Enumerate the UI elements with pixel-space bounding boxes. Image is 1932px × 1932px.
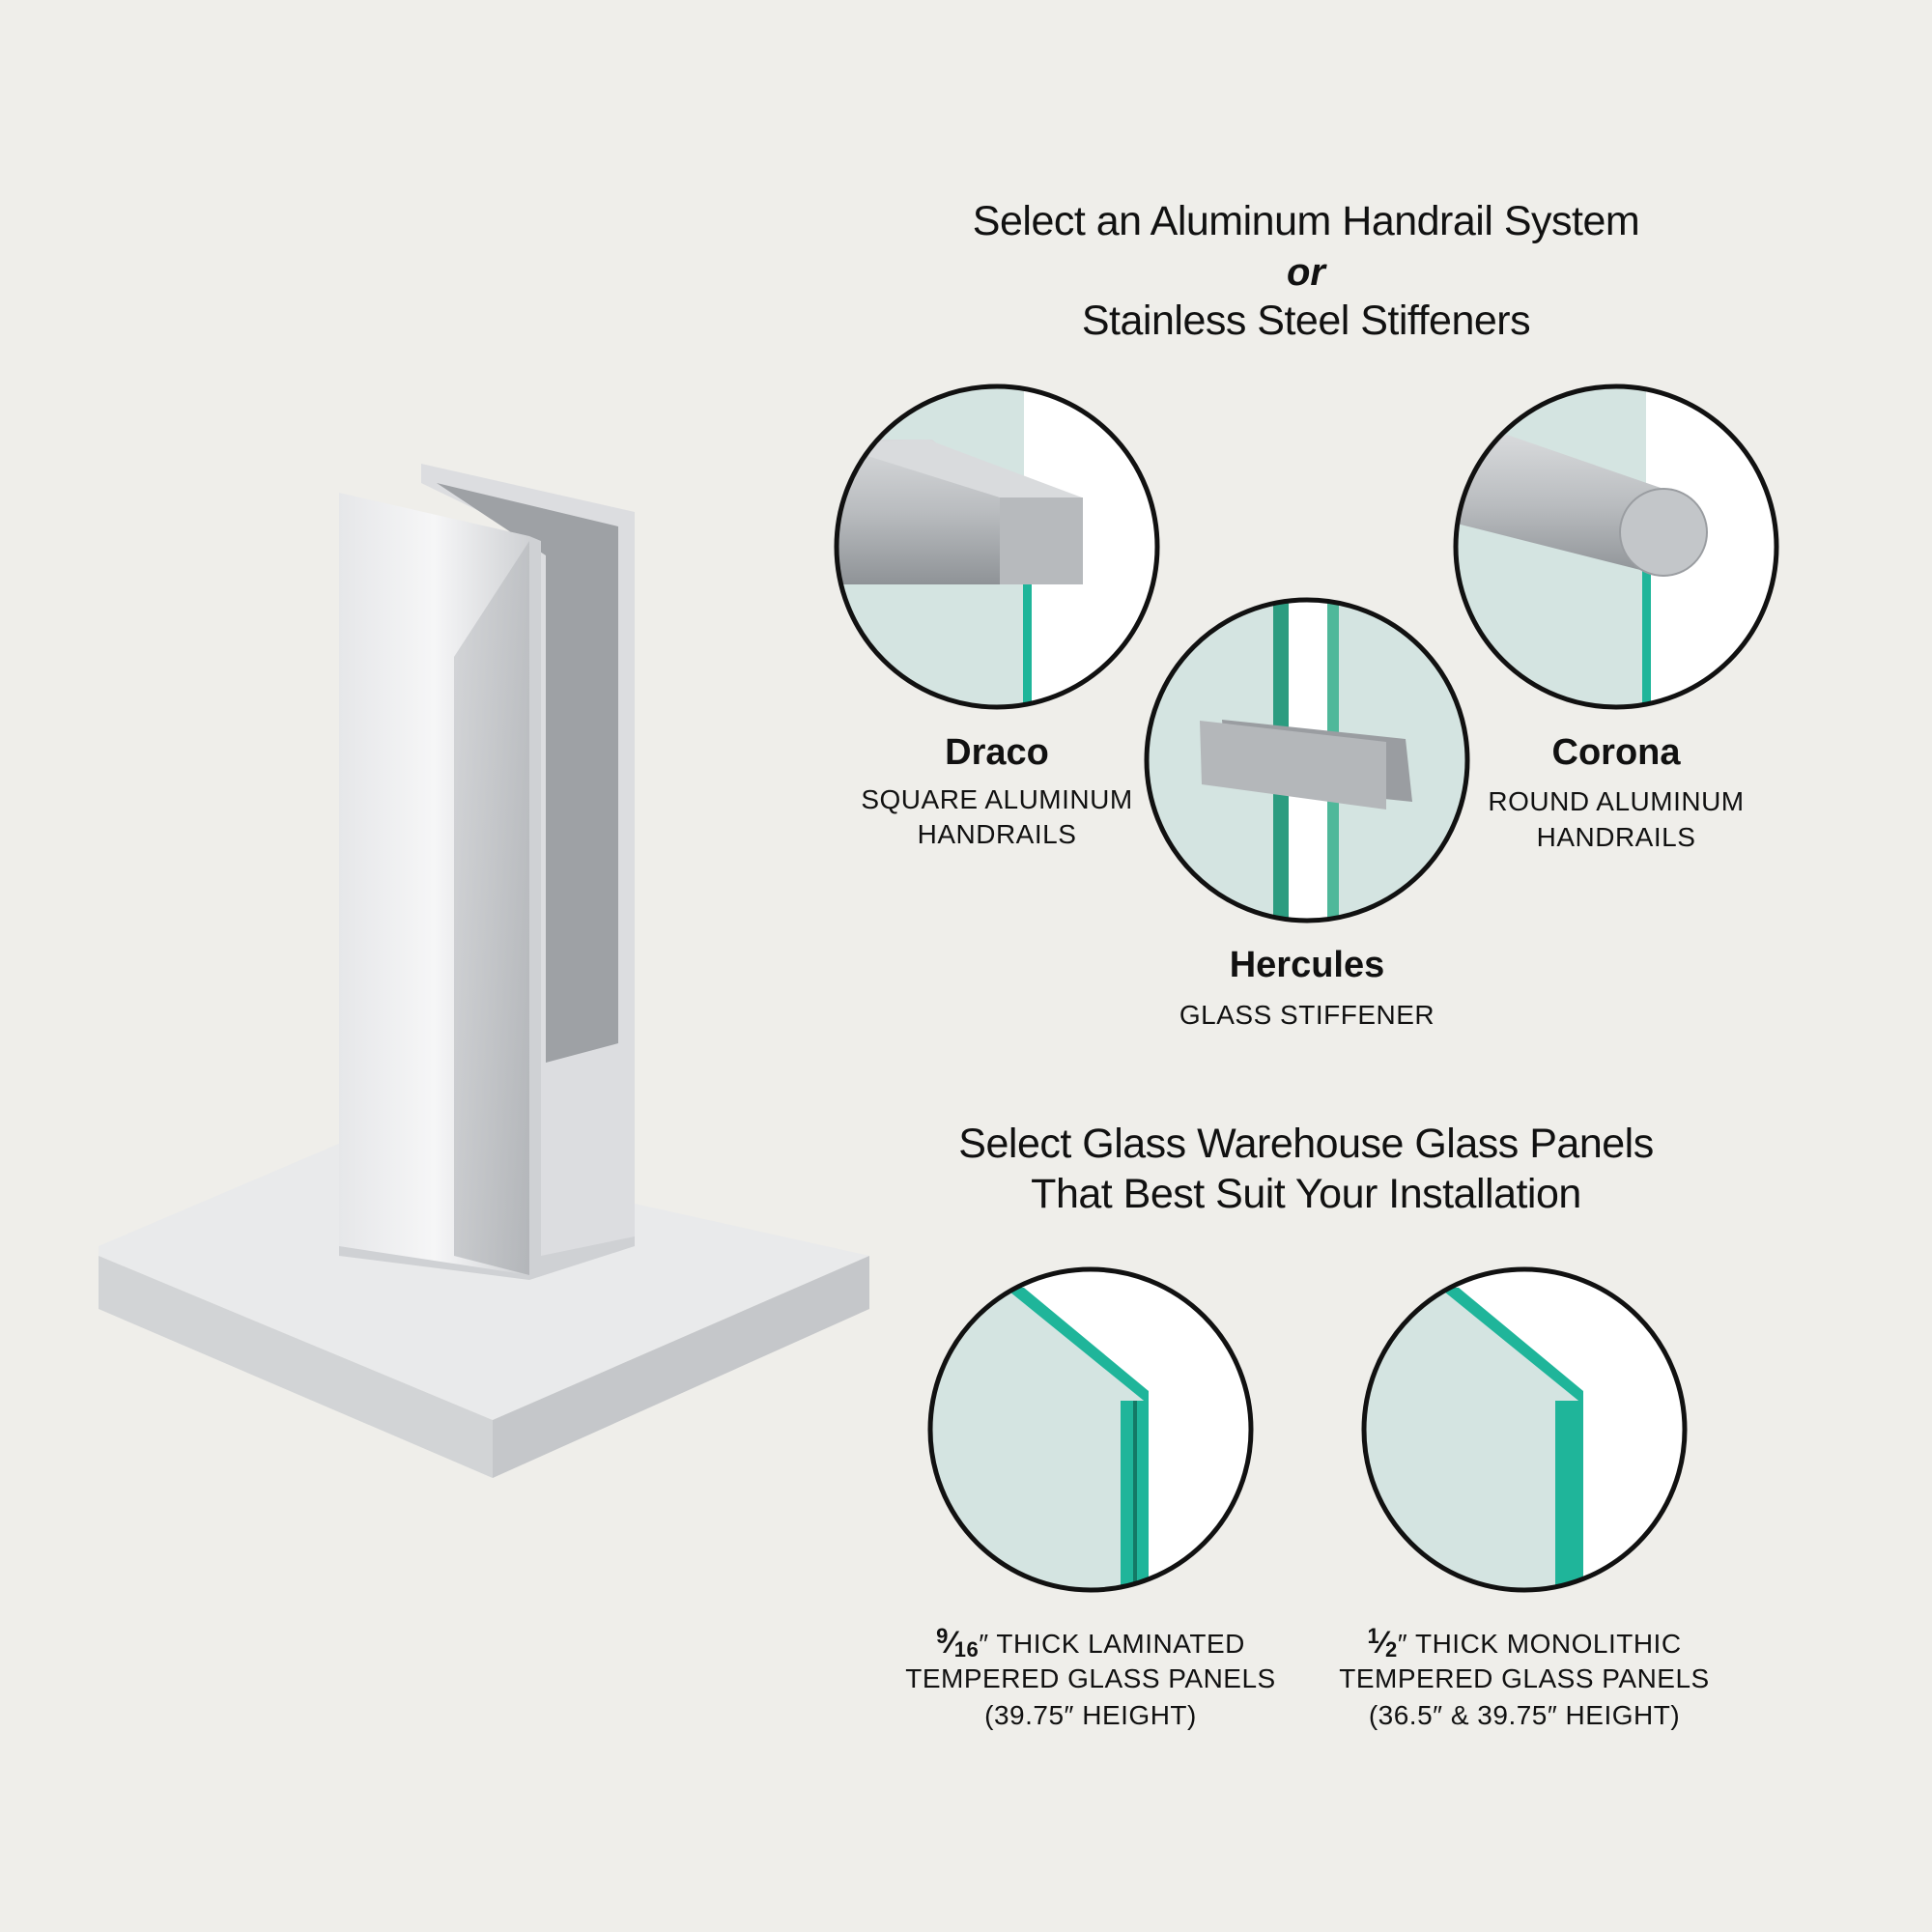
header-line-3: Stainless Steel Stiffeners: [1081, 298, 1531, 344]
monolithic-glass-image: [1361, 1266, 1688, 1593]
fraction-denominator: 16: [953, 1637, 980, 1662]
fraction-denominator: 2: [1385, 1637, 1398, 1662]
draco-name: Draco: [945, 732, 1049, 773]
glass-header-line-1: Select Glass Warehouse Glass Panels: [958, 1121, 1654, 1167]
draco-sub-2: HANDRAILS: [917, 819, 1077, 849]
laminated-caption-line-3: (39.75″ HEIGHT): [984, 1700, 1197, 1730]
hercules-sub-1: GLASS STIFFENER: [1179, 1000, 1435, 1030]
laminated-glass-image: [927, 1266, 1254, 1593]
hercules-stiffener-image: [1144, 597, 1470, 923]
monolithic-caption-line-1: 1⁄2″ THICK MONOLITHIC: [1367, 1624, 1682, 1662]
fraction-numerator: 1: [1367, 1624, 1380, 1648]
hercules-name: Hercules: [1229, 945, 1385, 985]
monolithic-caption-line-3: (36.5″ & 39.75″ HEIGHT): [1368, 1700, 1681, 1730]
glass-post-base-product: [99, 464, 869, 1478]
header-line-1: Select an Aluminum Handrail System: [972, 198, 1640, 244]
glass-header-line-2: That Best Suit Your Installation: [1031, 1171, 1581, 1217]
draco-sub-1: SQUARE ALUMINUM: [861, 784, 1133, 814]
fraction-numerator: 9: [936, 1624, 949, 1648]
header-or: or: [1287, 251, 1325, 294]
laminated-caption-line-1: 9⁄16″ THICK LAMINATED: [936, 1624, 1245, 1662]
corona-handrail-image: [1453, 384, 1779, 710]
monolithic-caption-line-2: TEMPERED GLASS PANELS: [1339, 1663, 1710, 1693]
corona-name: Corona: [1551, 732, 1681, 773]
corona-sub-2: HANDRAILS: [1536, 822, 1696, 852]
draco-handrail-image: [834, 384, 1160, 710]
laminated-caption-line-2: TEMPERED GLASS PANELS: [905, 1663, 1276, 1693]
corona-sub-1: ROUND ALUMINUM: [1488, 786, 1745, 816]
